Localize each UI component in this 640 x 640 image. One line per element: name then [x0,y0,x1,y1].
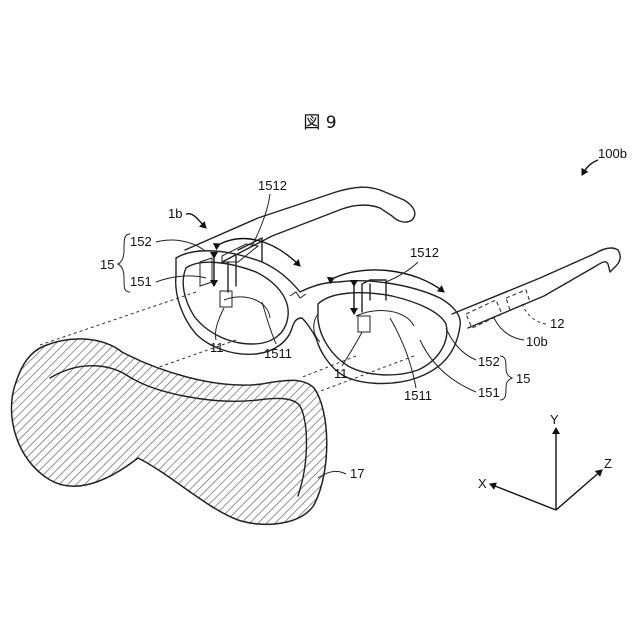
bracket-15-left: 15 152 151 [100,234,206,292]
label-1512-left-group: 1512 [252,178,287,246]
label-11-right-group: 11 [334,332,362,381]
label-15-left: 15 [100,257,114,272]
label-1b: 1b [168,206,182,221]
label-151-right: 151 [478,385,500,400]
glasses-1b [176,187,620,383]
label-152-right: 152 [478,354,500,369]
axis-x-label: X [478,476,487,491]
label-1511-right-group: 1511 [390,318,432,403]
label-100b: 100b [598,146,627,161]
label-11-left: 11 [210,340,224,355]
axis-triad: Y X Z [478,412,612,510]
display-11-right [358,316,370,332]
bracket-15-right: 152 151 15 [420,328,530,400]
axis-y-label: Y [550,412,559,427]
label-1511-right: 1511 [404,388,432,403]
label-15-right: 15 [516,371,530,386]
device-label: 100b [582,146,627,175]
label-1512-left: 1512 [258,178,287,193]
mask-shape [11,339,326,524]
label-151-left: 151 [130,274,152,289]
label-17: 17 [350,466,364,481]
label-1b-group: 1b [168,206,206,228]
label-1512-right: 1512 [410,245,439,260]
axis-z-label: Z [604,456,612,471]
label-11-right: 11 [334,366,348,381]
mask-17: 17 [11,339,364,524]
label-11-left-group: 11 [210,308,224,355]
label-12-group: 12 [522,304,564,331]
figure-title: 図 9 [303,113,336,133]
unit-10b [466,300,502,328]
label-152-left: 152 [130,234,152,249]
label-12: 12 [550,316,564,331]
label-1511-left: 1511 [264,346,292,361]
label-10b: 10b [526,334,548,349]
label-1512-right-group: 1512 [386,245,439,282]
